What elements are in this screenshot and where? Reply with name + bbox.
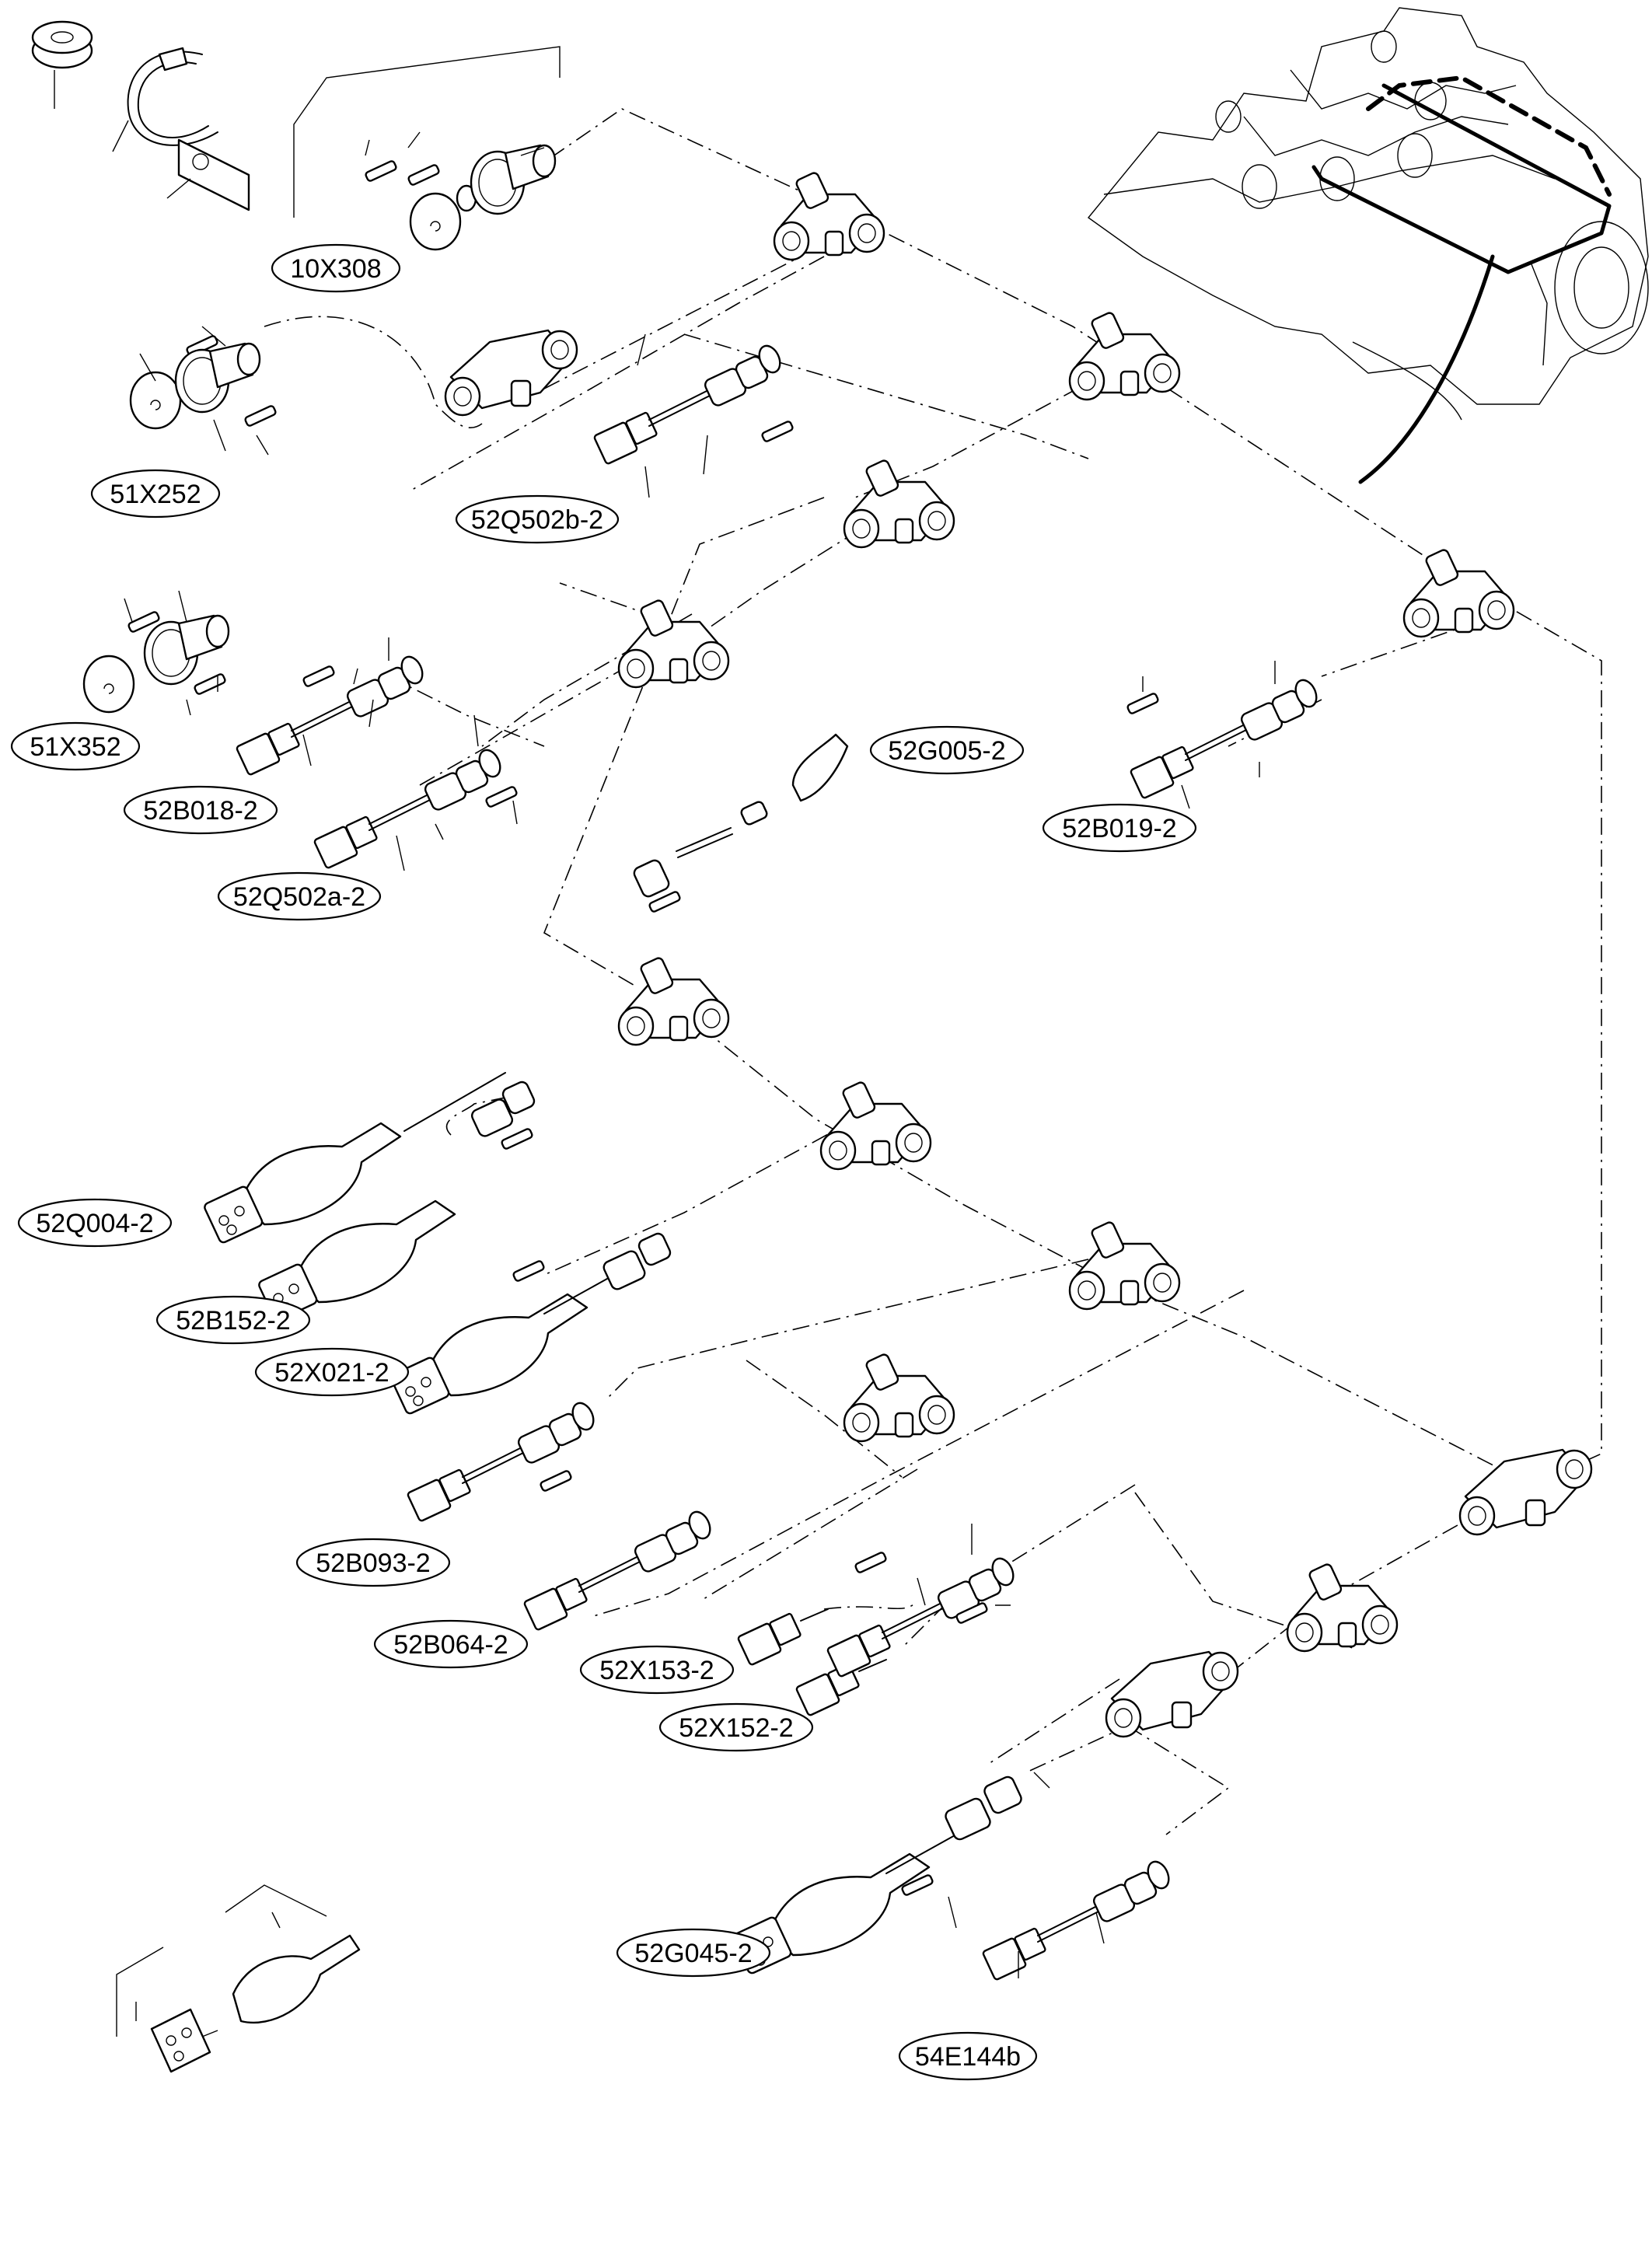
detail-bottom-left bbox=[116, 1884, 361, 2073]
label-52Q004-2: 52Q004-2 bbox=[17, 1198, 173, 1248]
svg-text:52B019-2: 52B019-2 bbox=[1062, 814, 1176, 843]
part-group-52G045-2 bbox=[731, 1775, 1022, 1976]
junction-y-2 bbox=[444, 329, 578, 417]
part-group-52X021-2 bbox=[389, 1232, 672, 1416]
part-group-52Q502b-2 bbox=[592, 341, 795, 466]
junction-tee-6 bbox=[617, 955, 730, 1046]
part-group-10X308 bbox=[364, 144, 557, 251]
svg-text:52B093-2: 52B093-2 bbox=[316, 1548, 430, 1578]
junction-tee-10 bbox=[1286, 1562, 1399, 1653]
svg-text:52Q502b-2: 52Q502b-2 bbox=[471, 505, 603, 535]
label-52X152-2: 52X152-2 bbox=[658, 1702, 814, 1752]
label-52G005-2: 52G005-2 bbox=[869, 725, 1025, 775]
svg-text:10X308: 10X308 bbox=[290, 254, 381, 284]
label-52B019-2: 52B019-2 bbox=[1042, 803, 1197, 853]
label-52G045-2: 52G045-2 bbox=[616, 1928, 771, 1978]
svg-text:54E144b: 54E144b bbox=[915, 2042, 1021, 2072]
label-51X352: 51X352 bbox=[10, 721, 141, 771]
part-group-52B018-2 bbox=[235, 652, 428, 777]
junction-tee-7 bbox=[819, 1080, 932, 1171]
label-10X308: 10X308 bbox=[271, 243, 401, 293]
part-group-51X352 bbox=[82, 609, 230, 714]
engine-illustration bbox=[1087, 7, 1649, 484]
part-group-52Q502a-2 bbox=[313, 745, 519, 870]
junction-tee-8 bbox=[1068, 1220, 1181, 1311]
svg-text:52X152-2: 52X152-2 bbox=[679, 1713, 793, 1743]
label-54E144b: 54E144b bbox=[898, 2031, 1038, 2081]
svg-text:51X352: 51X352 bbox=[30, 732, 120, 762]
label-52B018-2: 52B018-2 bbox=[123, 785, 278, 835]
svg-text:51X252: 51X252 bbox=[110, 480, 201, 509]
junction-y-3 bbox=[1105, 1650, 1239, 1738]
svg-text:52X021-2: 52X021-2 bbox=[274, 1358, 389, 1388]
part-group-51X252 bbox=[129, 326, 278, 430]
leader-lines bbox=[124, 131, 1276, 2021]
svg-text:52Q004-2: 52Q004-2 bbox=[36, 1209, 153, 1238]
junction-tee-2 bbox=[1068, 310, 1181, 401]
svg-text:52Q502a-2: 52Q502a-2 bbox=[233, 882, 365, 912]
label-52Q502a-2: 52Q502a-2 bbox=[217, 871, 382, 921]
label-52Q502b-2: 52Q502b-2 bbox=[455, 494, 620, 544]
part-group-52G005-2 bbox=[633, 733, 849, 914]
label-52B152-2: 52B152-2 bbox=[155, 1295, 311, 1345]
junction-y-1 bbox=[1458, 1448, 1593, 1536]
junction-tee-9 bbox=[843, 1352, 955, 1443]
part-group-54E144b bbox=[981, 1857, 1174, 1981]
junction-tee-5 bbox=[1402, 547, 1515, 638]
label-52X021-2: 52X021-2 bbox=[254, 1347, 410, 1397]
svg-text:52B064-2: 52B064-2 bbox=[393, 1630, 508, 1660]
label-51X252: 51X252 bbox=[90, 469, 221, 518]
part-group-52X153-2 bbox=[737, 1550, 888, 1666]
junction-tee-1 bbox=[773, 170, 885, 261]
loose-parts-top-left bbox=[31, 20, 561, 218]
svg-text:52G045-2: 52G045-2 bbox=[634, 1939, 752, 1968]
junction-tee-4 bbox=[617, 598, 730, 689]
part-group-52B064-2 bbox=[522, 1507, 715, 1632]
junction-pieces bbox=[444, 170, 1593, 1738]
svg-text:52X153-2: 52X153-2 bbox=[599, 1656, 714, 1685]
label-52B093-2: 52B093-2 bbox=[295, 1538, 451, 1587]
harness-routing-lines bbox=[264, 108, 1602, 1835]
part-group-52B152-2 bbox=[257, 1081, 536, 1323]
label-52X153-2: 52X153-2 bbox=[579, 1645, 735, 1695]
part-group-52X152-2 bbox=[795, 1554, 1018, 1716]
label-52B064-2: 52B064-2 bbox=[373, 1619, 529, 1669]
junction-tee-3 bbox=[843, 458, 955, 549]
svg-text:52B018-2: 52B018-2 bbox=[143, 796, 257, 826]
part-group-52B093-2 bbox=[406, 1398, 599, 1523]
part-group-52Q004-2 bbox=[202, 1072, 506, 1245]
svg-text:52G005-2: 52G005-2 bbox=[888, 736, 1005, 766]
svg-text:52B152-2: 52B152-2 bbox=[176, 1306, 290, 1335]
part-group-52B019-2 bbox=[1126, 676, 1322, 800]
